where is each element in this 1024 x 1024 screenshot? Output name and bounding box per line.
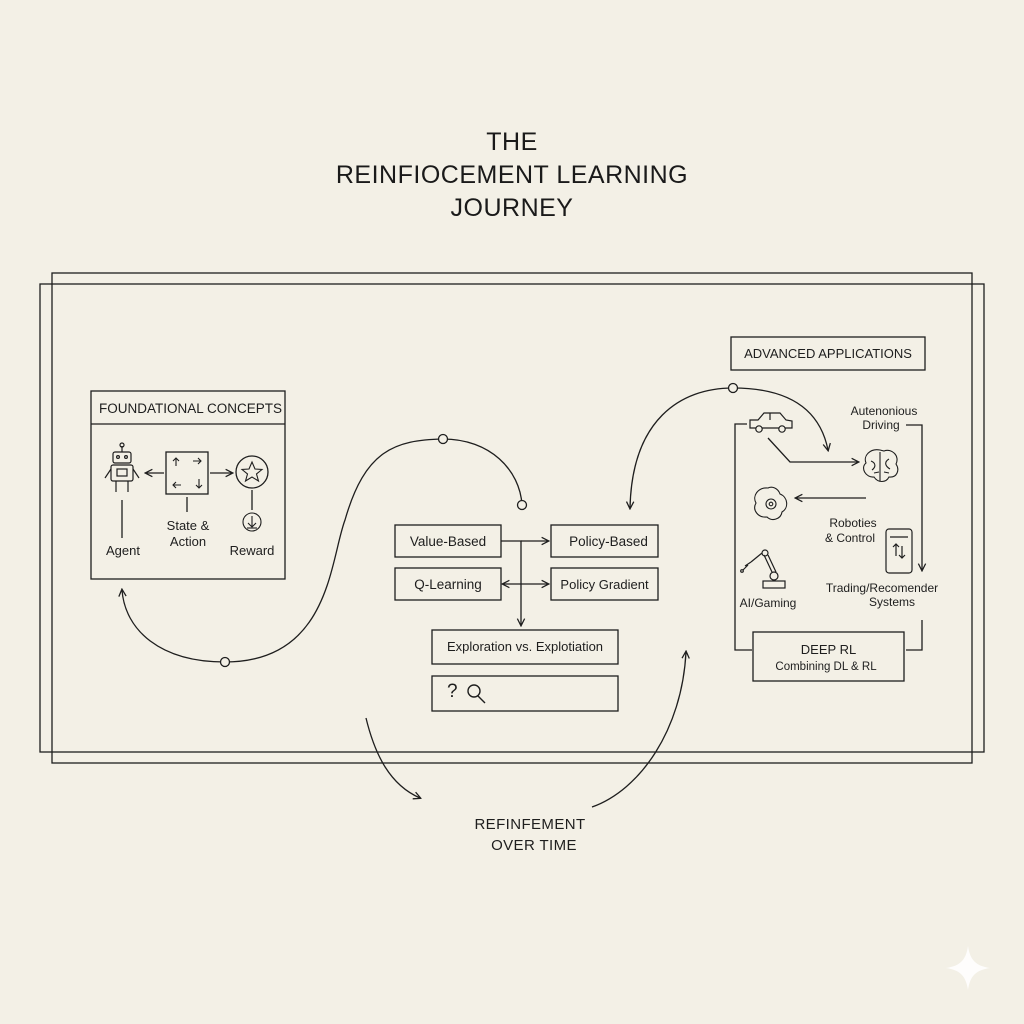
q-learning-box <box>394 567 502 601</box>
advanced-heading: ADVANCED APPLICATIONS <box>744 346 912 361</box>
refinement-line-2: OVER TIME <box>491 837 577 854</box>
reward-arrow-icon <box>242 512 262 532</box>
exploration-box <box>431 629 619 665</box>
policy-based-label: Policy-Based <box>569 534 648 549</box>
refinement-line-1: REFINFEMENT <box>474 816 586 833</box>
advanced-heading-box <box>730 336 926 371</box>
robot-arm-icon <box>740 549 786 589</box>
gear-brain-icon <box>754 486 788 521</box>
policy-based-box <box>550 524 659 558</box>
autonomous-label-2: Driving <box>862 418 900 432</box>
deep-rl-box <box>752 631 905 682</box>
ai-gaming-label: AI/Gaming <box>739 596 797 610</box>
foundational-heading: FOUNDATIONAL CONCEPTS <box>99 401 283 416</box>
deep-rl-label: DEEP RL <box>800 642 857 657</box>
sparkle-icon <box>946 946 990 990</box>
deep-rl-sub-label: Combining DL & RL <box>775 661 877 673</box>
right-loop-connector <box>630 387 734 508</box>
title-line-3: JOURNEY <box>450 194 574 222</box>
search-icon <box>467 684 486 704</box>
refinement-caption: REFINFEMENT OVER TIME <box>430 814 630 856</box>
state-action-label-1: State & <box>166 518 210 533</box>
agent-label: Agent <box>106 543 140 558</box>
robot-icon <box>104 442 140 492</box>
state-arrows-icon <box>172 457 203 489</box>
search-box[interactable] <box>431 675 619 712</box>
robotics-label-1: Roboties <box>829 516 877 530</box>
robotics-label-2: & Control <box>824 531 876 545</box>
page-title: THE REINFIOCEMENT LEARNING JOURNEY <box>0 126 1024 225</box>
trading-label-2: Systems <box>868 595 915 609</box>
brain-icon <box>863 449 899 483</box>
refinement-arc-right <box>591 652 686 808</box>
policy-gradient-label: Policy Gradient <box>560 577 649 592</box>
phone-icon <box>885 528 913 574</box>
trading-label-1: Trading/Recomender <box>825 581 939 595</box>
reward-label: Reward <box>229 543 275 558</box>
car-icon <box>749 412 793 433</box>
left-loop-connector <box>122 590 226 663</box>
exploration-label: Exploration vs. Explotiation <box>446 639 604 654</box>
value-based-label: Value-Based <box>409 534 487 549</box>
refinement-arc-left <box>365 717 420 798</box>
foundational-box <box>90 390 286 580</box>
outer-frame <box>51 272 973 764</box>
policy-gradient-box <box>550 567 659 601</box>
outer-frame-offset <box>39 283 985 753</box>
autonomous-label-1: Autenonious <box>850 404 918 418</box>
star-icon <box>235 455 269 489</box>
title-line-2: REINFIOCEMENT LEARNING <box>335 161 689 189</box>
title-line-1: THE <box>486 128 538 156</box>
q-learning-label: Q-Learning <box>414 577 482 592</box>
question-mark-icon: ? <box>447 681 458 702</box>
state-action-square <box>165 451 209 495</box>
state-action-label-2: Action <box>169 534 207 549</box>
